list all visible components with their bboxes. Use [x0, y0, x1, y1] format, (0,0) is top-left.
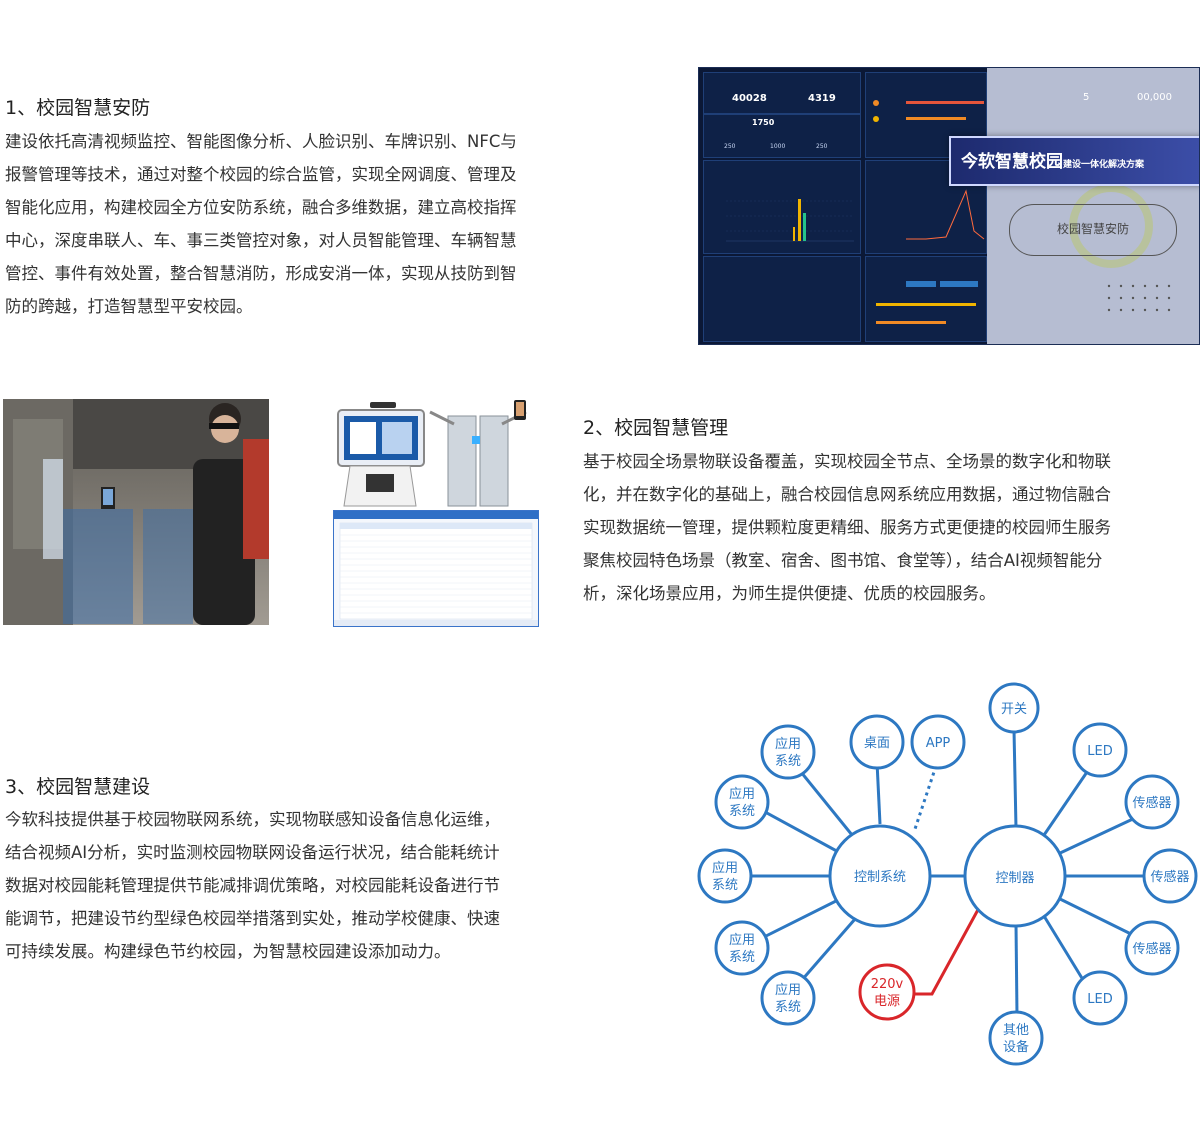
section3-line: 数据对校园能耗管理提供节能减排调优策略，对校园能耗设备进行节	[5, 876, 500, 895]
section3-body: 今软科技提供基于校园物联网系统，实现物联感知设备信息化运维， 结合视频AI分析，…	[5, 803, 500, 968]
hub-right-label: 控制器	[995, 871, 1034, 886]
sensor-node-1-label: 传感器	[1132, 795, 1171, 811]
dash-sub-3: 250	[816, 143, 828, 150]
dash-panel-cloud	[865, 256, 987, 342]
app-node-1-l2: 系统	[775, 754, 801, 769]
power-link	[910, 905, 982, 996]
power-labels: 220v 电源	[871, 977, 904, 1009]
turnstile-photo	[3, 399, 269, 625]
section2-title: 2、校园智慧管理	[583, 417, 729, 439]
section1-line: 报警管理等技术，通过对整个校园的综合监管，实现全网调度、管理及	[5, 165, 517, 184]
app-dotted-link	[912, 765, 938, 833]
turnstile-photo-illustration	[3, 399, 269, 625]
dash-panel-people: 40028 4319	[703, 72, 861, 114]
dash-line-chart	[906, 189, 985, 240]
section2-line: 基于校园全场景物联设备覆盖，实现校园全节点、全场景的数字化和物联	[583, 452, 1111, 471]
security-dashboard-image: 40028 4319 1750 250 1000 250	[698, 67, 1200, 345]
dash-sub-2: 1000	[770, 143, 786, 150]
dash-right-stat-2: 00,000	[1137, 92, 1172, 103]
dash-panel-trend	[703, 160, 861, 254]
section3-line: 结合视频AI分析，实时监测校园物联网设备运行状况，结合能耗统计	[5, 843, 500, 862]
dash-banner-sub: 建设一体化解决方案	[1063, 160, 1145, 170]
dash-alarm-total: 1750	[752, 118, 775, 127]
dash-stat-2: 4319	[808, 93, 836, 104]
dash-banner-text: 今软智慧校园建设一体化解决方案	[961, 147, 1144, 172]
diagram-nodes	[697, 682, 1198, 1066]
section1-line: 智能化应用，构建校园全方位安防系统，融合多维数据，建立高校指挥	[5, 198, 517, 217]
smart-devices-illustration	[337, 400, 527, 507]
section1-line: 管控、事件有效处置，整合智慧消防，形成安消一体，实现从技防到智	[5, 264, 517, 283]
dash-oval-frame: 校园智慧安防	[1009, 204, 1177, 256]
section3-line: 能调节，把建设节约型绿色校园举措落到实处，推动学校健康、快速	[5, 909, 500, 928]
dash-sub-1: 250	[724, 143, 736, 150]
section1-title: 1、校园智慧安防	[5, 97, 151, 119]
dash-right-stat-1: 5	[1083, 92, 1090, 103]
app-node-3-l2: 系统	[712, 878, 738, 893]
dash-banner: 今软智慧校园建设一体化解决方案	[949, 136, 1199, 186]
section1-line: 防的跨越，打造智慧型平安校园。	[5, 297, 253, 316]
led-node-2-label: LED	[1087, 992, 1112, 1007]
dash-panel-focus	[703, 256, 861, 342]
hub-left-label: 控制系统	[854, 870, 906, 885]
power-node-l1: 220v	[871, 977, 904, 992]
other-node-l2: 设备	[1003, 1039, 1029, 1055]
app-client-node-label: APP	[926, 736, 951, 751]
section2-line: 化，并在数字化的基础上，融合校园信息网系统应用数据，通过物信融合	[583, 485, 1111, 504]
app-node-5-l1: 应用	[775, 982, 801, 998]
other-node-l1: 其他	[1003, 1023, 1029, 1038]
section2-body: 基于校园全场景物联设备覆盖，实现校园全节点、全场景的数字化和物联 化，并在数字化…	[583, 445, 1111, 610]
section3-title: 3、校园智慧建设	[5, 776, 151, 798]
desktop-node-label: 桌面	[864, 736, 890, 751]
dash-stat-1: 40028	[732, 93, 767, 104]
dash-overlay-graphics	[1069, 184, 1171, 312]
app-node-5-l2: 系统	[775, 1000, 801, 1015]
dash-ranking-bars	[873, 100, 984, 122]
app-node-4-l1: 应用	[729, 932, 755, 948]
dash-panel-alarms: 1750 250 1000 250	[703, 114, 861, 158]
section3-line: 今软科技提供基于校园物联网系统，实现物联感知设备信息化运维，	[5, 810, 500, 829]
power-node	[858, 963, 916, 1021]
management-screen-table	[334, 511, 538, 626]
app-node-2-l1: 应用	[729, 786, 755, 802]
diagram-labels: 控制系统 控制器 应用 系统 应用 系统 应用 系统 应用 系统 应用 系统 桌…	[712, 702, 1190, 1055]
sensor-node-3-label: 传感器	[1132, 941, 1171, 957]
dash-oval-label: 校园智慧安防	[1056, 222, 1129, 236]
sensor-node-2-label: 传感器	[1150, 869, 1189, 885]
section2-line: 实现数据统一管理，提供颗粒度更精细、服务方式更便捷的校园师生服务	[583, 518, 1111, 537]
section2-line: 聚焦校园特色场景（教室、宿舍、图书馆、食堂等），结合AI视频智能分	[583, 551, 1103, 570]
switch-node-label: 开关	[1001, 702, 1027, 717]
app-node-2-l2: 系统	[729, 804, 755, 819]
iot-control-diagram: 控制系统 控制器 应用 系统 应用 系统 应用 系统 应用 系统 应用 系统 桌…	[697, 682, 1198, 1066]
power-node-l2: 电源	[874, 994, 900, 1009]
section1-line: 建设依托高清视频监控、智能图像分析、人脸识别、车牌识别、NFC与	[5, 132, 517, 151]
section1-line: 中心，深度串联人、车、事三类管控对象，对人员智能管理、车辆智慧	[5, 231, 517, 250]
smart-devices-image	[330, 396, 540, 512]
management-screen-image	[333, 510, 539, 627]
section2-line: 析，深化场景应用，为师生提供便捷、优质的校园服务。	[583, 584, 996, 603]
dash-banner-main: 今软智慧校园	[961, 152, 1063, 172]
dash-cloud-bars	[876, 281, 978, 324]
app-node-3-l1: 应用	[712, 860, 738, 876]
section1-body: 建设依托高清视频监控、智能图像分析、人脸识别、车牌识别、NFC与 报警管理等技术…	[5, 125, 517, 323]
section3-line: 可持续发展。构建绿色节约校园，为智慧校园建设添加动力。	[5, 942, 451, 961]
led-node-1-label: LED	[1087, 744, 1112, 759]
app-node-4-l2: 系统	[729, 950, 755, 965]
dash-trend-chart	[726, 199, 854, 242]
app-node-1-l1: 应用	[775, 736, 801, 752]
